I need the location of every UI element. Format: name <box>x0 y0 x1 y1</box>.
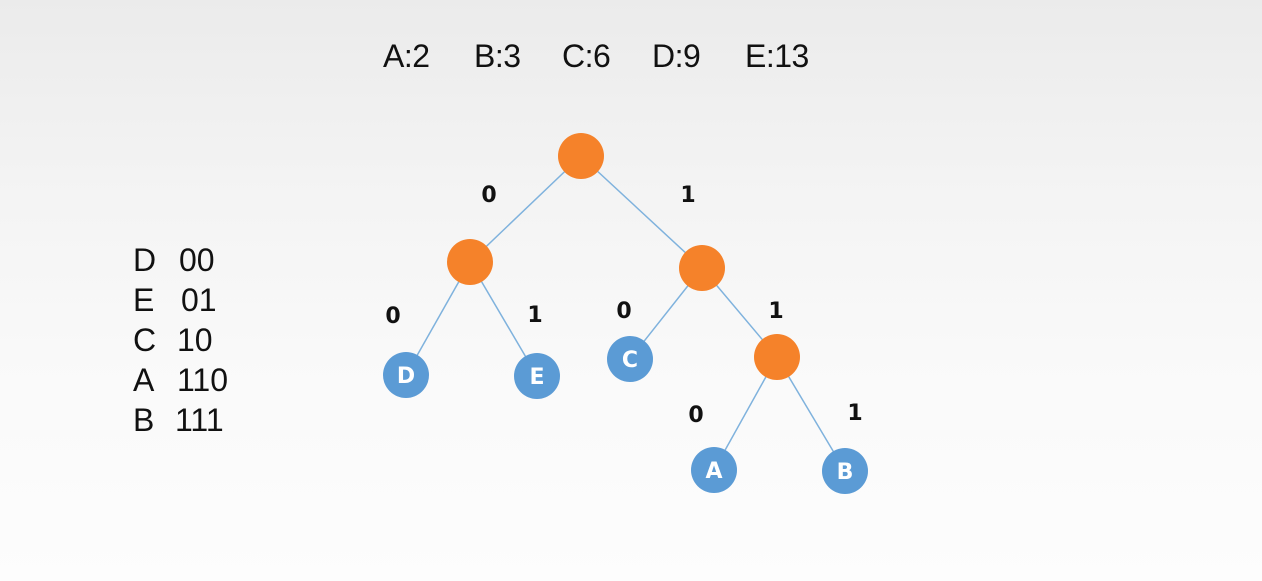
leaf-label-d: D <box>397 364 415 389</box>
code-row-a: A 110 <box>133 360 228 400</box>
leaf-node-b <box>822 448 868 494</box>
edge-root-n0 <box>469 155 582 263</box>
leaf-node-d <box>383 352 429 398</box>
code-value: 00 <box>179 242 215 278</box>
code-symbol: D <box>133 242 157 278</box>
code-symbol: C <box>133 322 157 358</box>
tree-nodes <box>383 133 868 494</box>
edge-label-n11-b: 1 <box>847 401 862 426</box>
code-row-c: C 10 <box>133 320 228 360</box>
edge-label-root-n1: 1 <box>680 183 695 208</box>
symbol-weights: A:2 B:3 C:6 D:9 E:13 <box>0 38 1262 78</box>
edge-label-n1-n11: 1 <box>768 299 783 324</box>
code-table: D 00 E 01 C 10 A 110 B 111 <box>133 240 228 440</box>
leaf-label-b: B <box>837 460 854 485</box>
code-value: 01 <box>181 282 217 318</box>
code-value: 110 <box>177 362 229 398</box>
code-symbol: E <box>133 282 155 318</box>
leaf-node-e <box>514 353 560 399</box>
code-symbol: B <box>133 402 155 438</box>
leaf-label-c: C <box>622 348 638 373</box>
edge-label-root-n0: 0 <box>481 183 496 208</box>
edge-label-n0-d: 0 <box>385 304 400 329</box>
leaf-label-a: A <box>705 459 722 484</box>
edge-label-n11-a: 0 <box>688 403 703 428</box>
internal-node-0 <box>447 239 493 285</box>
weight-c: C:6 <box>562 38 611 74</box>
code-value: 111 <box>175 402 224 438</box>
internal-node-root <box>558 133 604 179</box>
weight-b: B:3 <box>474 38 521 74</box>
edge-root-n1 <box>580 155 703 269</box>
code-row-d: D 00 <box>133 240 228 280</box>
leaf-node-a <box>691 447 737 493</box>
leaf-labels: D E C A B <box>397 348 854 485</box>
internal-node-11 <box>754 334 800 380</box>
weight-a: A:2 <box>383 38 430 74</box>
weight-e: E:13 <box>745 38 809 74</box>
leaf-node-c <box>607 336 653 382</box>
edge-label-n1-c: 0 <box>616 299 631 324</box>
code-row-b: B 111 <box>133 400 228 440</box>
weight-d: D:9 <box>652 38 701 74</box>
code-symbol: A <box>133 362 155 398</box>
edge-labels: 0 1 0 1 0 1 0 1 <box>385 183 862 428</box>
internal-node-1 <box>679 245 725 291</box>
code-value: 10 <box>177 322 213 358</box>
edge-label-n0-e: 1 <box>527 303 542 328</box>
code-row-e: E 01 <box>133 280 228 320</box>
leaf-label-e: E <box>529 365 544 390</box>
